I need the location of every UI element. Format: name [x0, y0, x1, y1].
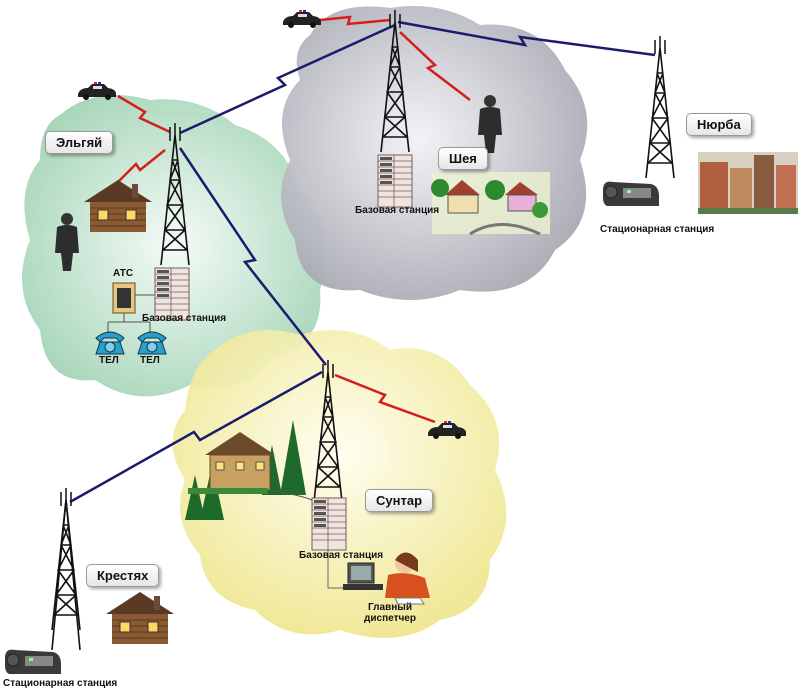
base-station-label-suntar: Базовая станция [299, 550, 384, 561]
dispatcher-label: Главный диспетчер [362, 602, 418, 624]
police-car-icon-2 [283, 10, 321, 28]
phone-icon-1 [95, 331, 125, 355]
dispatcher-label-line1: Главный [368, 602, 412, 613]
link-sheya-nyurba [397, 20, 656, 57]
tel-label-2: ТЕЛ [140, 355, 160, 366]
large-house-icon [185, 420, 306, 520]
backbone-links [69, 20, 656, 504]
base-station-label-sheya: Базовая станция [355, 205, 440, 216]
ats-label: АТС [113, 268, 134, 279]
town-buildings-icon [698, 152, 798, 214]
location-label-elgyai: Эльгяй [45, 131, 114, 154]
phone-icon-2 [137, 331, 167, 355]
stationary-radio-icon-krestyakh [4, 649, 62, 675]
link-suntar-krestyakh [69, 370, 323, 504]
tel-label-1: ТЕЛ [99, 355, 119, 366]
zone-elgyai [22, 95, 327, 397]
stationary-station-label-krestyakh: Стационарная станция [3, 678, 118, 689]
location-label-krestyakh: Крестях [86, 564, 160, 587]
tower-nyurba [645, 35, 675, 179]
dispatcher-label-line2: диспетчер [364, 613, 416, 624]
cabin-house-icon-krestyakh [105, 591, 175, 645]
dispatcher-icon [327, 550, 430, 605]
location-label-suntar: Сунтар [365, 489, 434, 512]
base-station-suntar-icon [311, 497, 347, 551]
stationary-station-label-nyurba: Стационарная станция [600, 224, 715, 235]
ats-icon [112, 282, 136, 314]
stationary-radio-icon-nyurba [602, 181, 660, 207]
link-elgyai-sheya [179, 23, 396, 135]
zone-sheya [281, 6, 588, 300]
suburb-houses-icon [431, 172, 550, 236]
base-station-label-elgyai: Базовая станция [142, 313, 227, 324]
location-label-nyurba: Нюрба [686, 113, 752, 136]
link-elgyai-suntar [178, 147, 327, 366]
location-label-sheya: Шея [438, 147, 488, 170]
base-station-sheya-icon [377, 154, 413, 208]
radio-links [109, 15, 471, 424]
